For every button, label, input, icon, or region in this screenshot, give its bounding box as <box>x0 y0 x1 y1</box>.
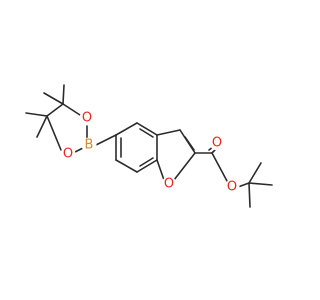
bond-tbu-me-right <box>248 182 273 186</box>
atom-o-boronate-upper: O <box>79 110 95 126</box>
bond-furan-o-c7a <box>156 159 165 181</box>
bond-c-c-ring <box>46 103 64 117</box>
atom-labels-layer: O O O B O O <box>60 110 240 195</box>
atom-label-o-boronate-upper: O <box>82 111 92 126</box>
bond-me-2 <box>43 92 64 105</box>
bonds-layer <box>25 84 273 208</box>
atom-o-furan: O <box>161 176 177 192</box>
atom-label-o-furan: O <box>164 177 174 192</box>
bond-furan-c3a-c3 <box>156 129 181 136</box>
bond-b-o-lower <box>74 147 84 153</box>
bond-ar-inner-1 <box>139 128 154 138</box>
atom-o-ester-carbonyl: O <box>209 135 225 151</box>
bond-ar-4 <box>115 159 138 173</box>
bond-ar-1 <box>136 122 158 136</box>
structure-diagram: O O O B O O <box>25 84 273 208</box>
bond-o-upper-c <box>62 103 81 116</box>
bond-tbu-me-top <box>248 162 262 184</box>
bond-ar-6 <box>115 122 138 136</box>
bond-furan-double <box>184 136 195 151</box>
bond-me-4 <box>36 115 48 138</box>
bond-c-o-lower <box>46 115 62 151</box>
bond-c5-b <box>95 134 117 146</box>
atom-label-boron: B <box>85 138 94 153</box>
bond-me-1 <box>62 84 65 105</box>
bond-me-3 <box>25 112 48 117</box>
bond-ar-3 <box>136 159 158 173</box>
atom-label-o-ester-single: O <box>227 180 237 195</box>
atom-o-boronate-lower: O <box>60 146 76 162</box>
atom-label-o-ester-carbonyl: O <box>212 136 222 151</box>
atom-label-o-boronate-lower: O <box>63 147 73 162</box>
bond-carbonyl-o-single <box>211 152 228 182</box>
bond-ar-inner-2 <box>139 157 154 167</box>
atom-o-ester-single: O <box>224 179 240 195</box>
bond-o-tbu <box>237 182 250 188</box>
atom-boron: B <box>81 137 97 153</box>
bond-tbu-me-bottom <box>248 182 251 208</box>
bond-furan-c2-o <box>173 152 196 181</box>
